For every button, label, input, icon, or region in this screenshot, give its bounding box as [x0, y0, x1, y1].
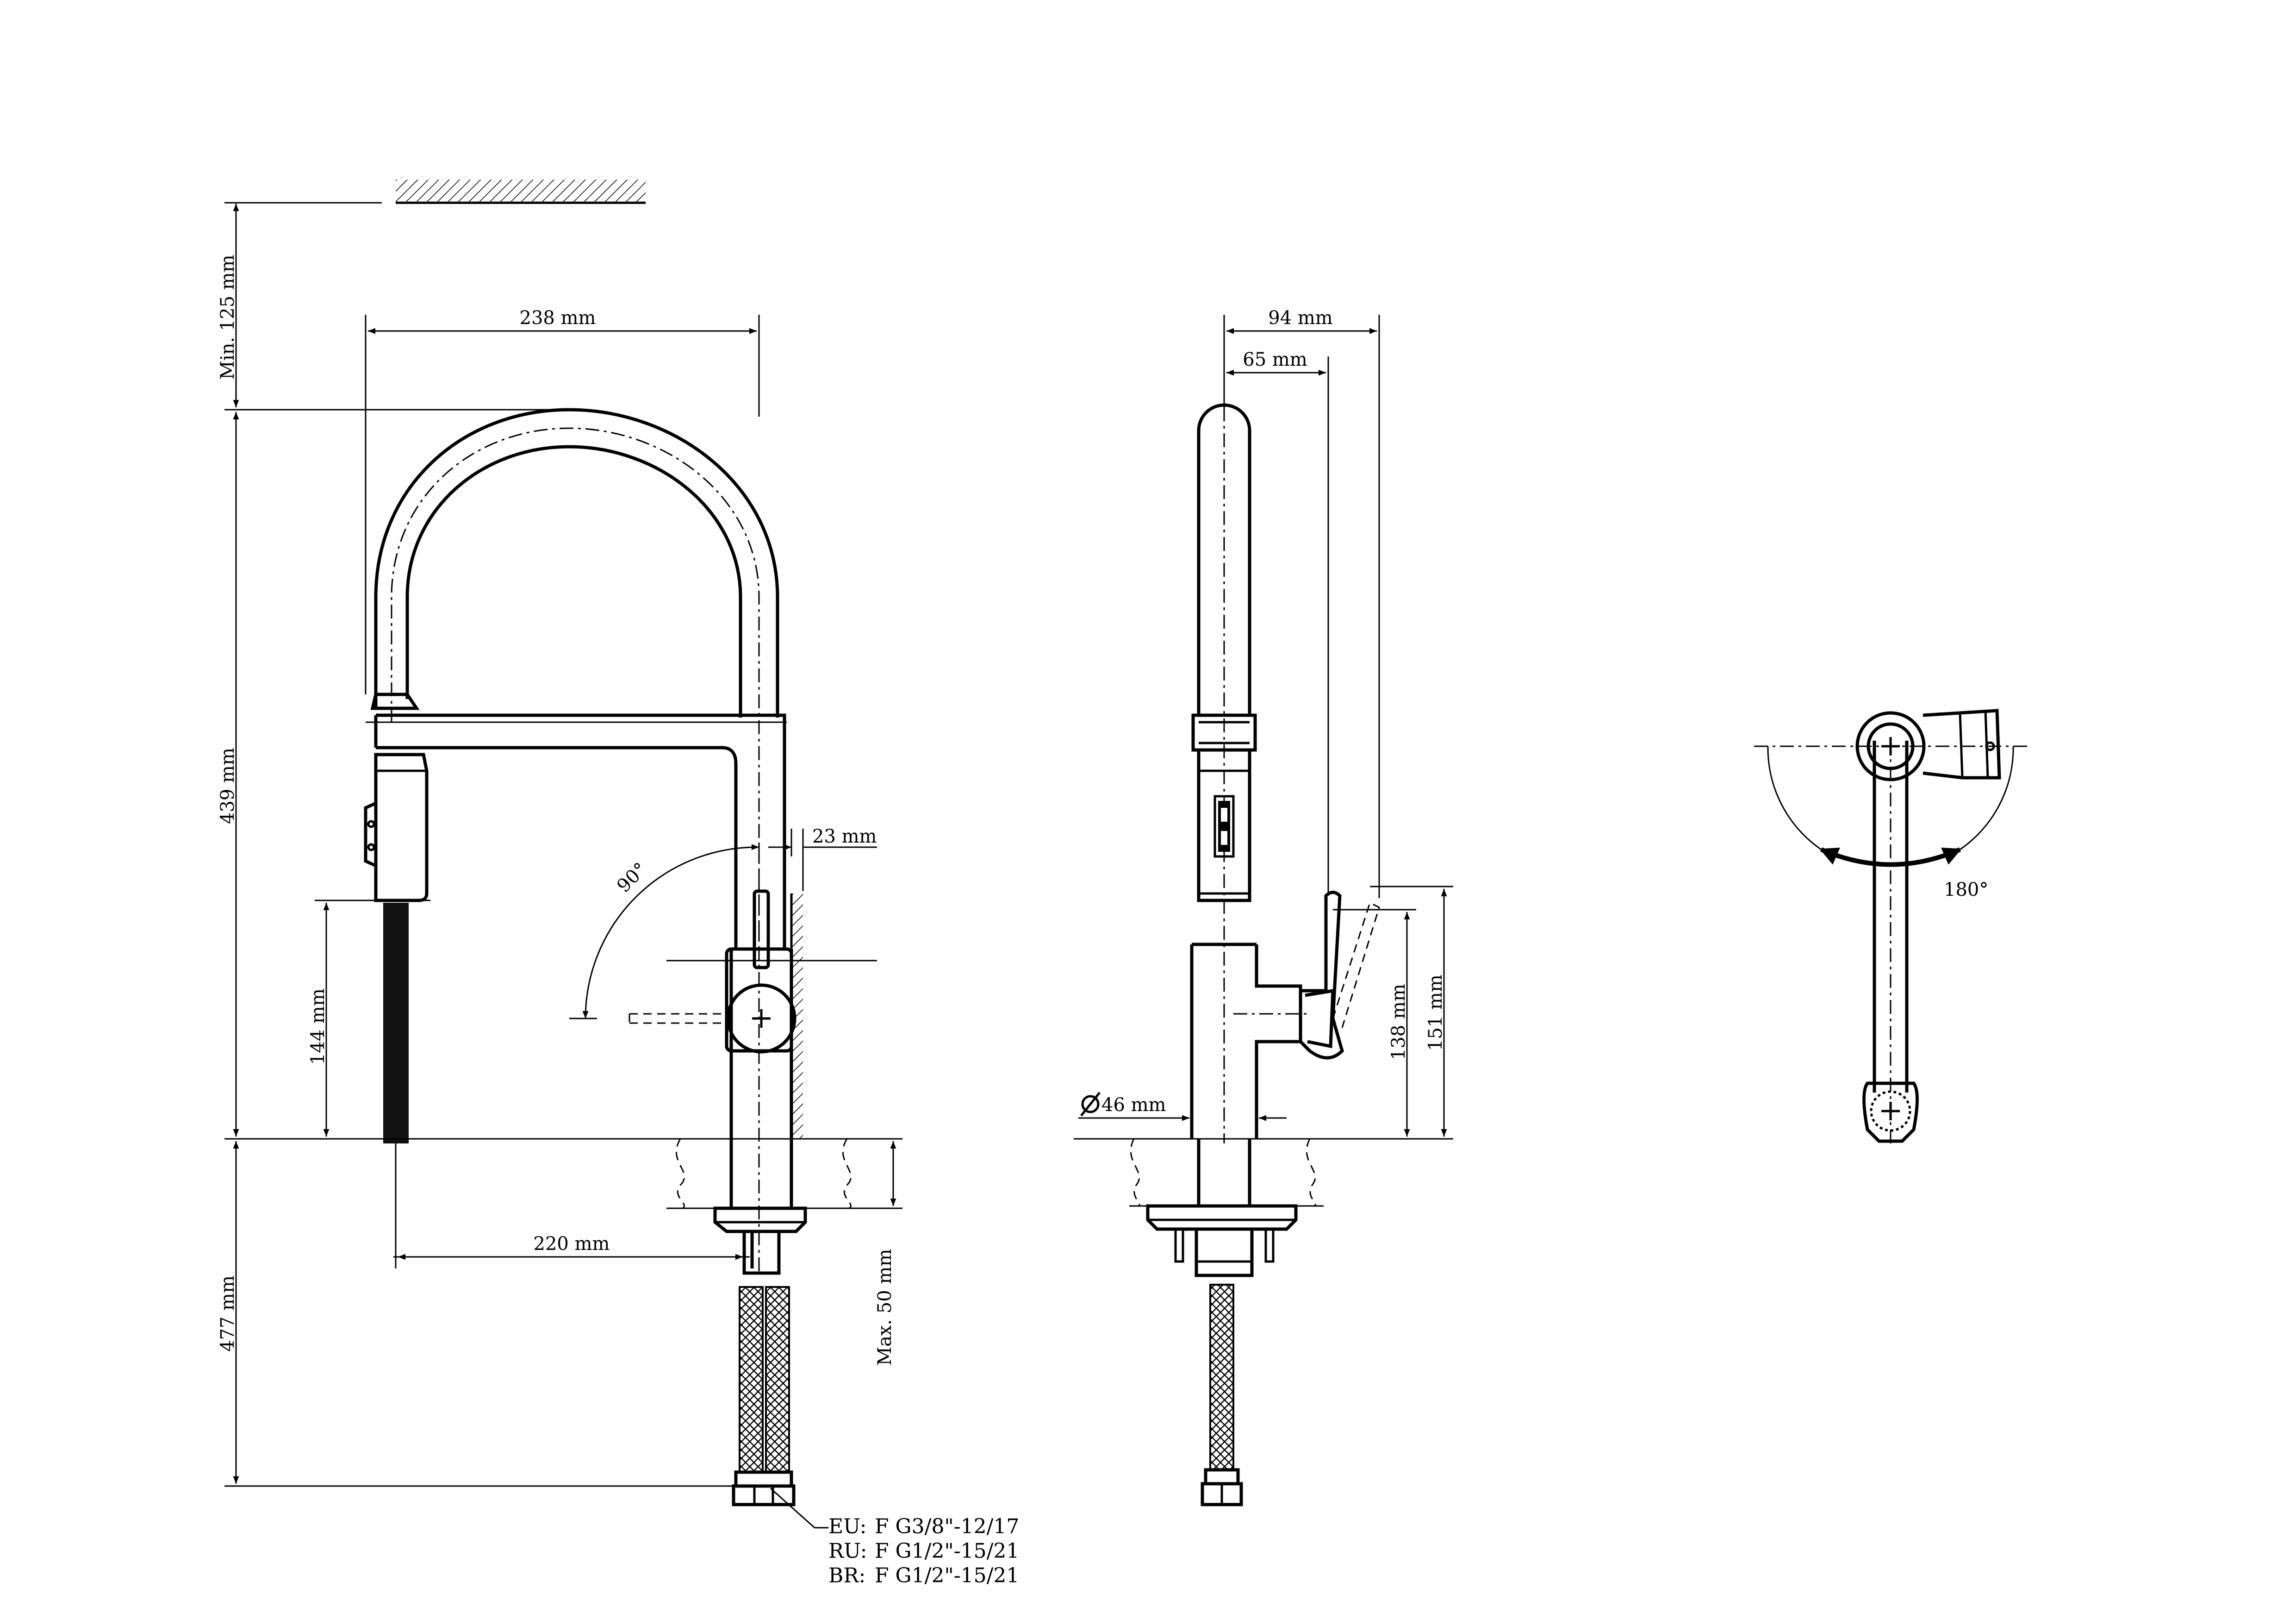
dim-238: 238 mm — [520, 307, 596, 329]
side-body — [1190, 943, 1302, 1139]
dim-138: 138 mm — [1388, 984, 1409, 1060]
connection-specs: EU: F G3/8"-12/17 RU: F G1/2"-15/21 BR: … — [828, 1515, 1019, 1587]
pull-out-hose — [383, 903, 409, 1143]
top-hub — [1855, 711, 1926, 781]
dim-439: 439 mm — [217, 748, 238, 824]
dim-220: 220 mm — [534, 1233, 610, 1255]
spring-arch-outer — [374, 408, 779, 718]
supply-hose-right — [765, 1286, 790, 1473]
conn-br-region: BR: — [828, 1564, 865, 1587]
holder-arm — [376, 713, 786, 949]
top-lever — [1923, 709, 2001, 780]
side-lever — [1299, 891, 1344, 1060]
front-view: Min. 125 mm 439 mm 477 mm 238 mm 23 mm 9… — [217, 180, 1019, 1587]
dim-angle-90: 90° — [613, 858, 651, 897]
conn-br-spec: F G1/2"-15/21 — [875, 1564, 1019, 1587]
dim-max-50: Max. 50 mm — [874, 1249, 896, 1366]
dim-65: 65 mm — [1243, 349, 1307, 370]
dim-23: 23 mm — [812, 826, 877, 847]
side-supply-hose — [1209, 1284, 1234, 1471]
conn-eu-spec: F G3/8"-12/17 — [875, 1515, 1019, 1538]
top-view: 180° — [1754, 709, 2032, 1148]
conn-ru-spec: F G1/2"-15/21 — [875, 1539, 1019, 1563]
conn-eu-region: EU: — [828, 1515, 866, 1538]
mounting-plate — [713, 1206, 807, 1233]
spray-head — [374, 753, 429, 902]
dim-144: 144 mm — [307, 988, 329, 1065]
dim-46: 46 mm — [1101, 1094, 1166, 1116]
rotation-arrow — [1819, 847, 1962, 867]
spring-arch-inner — [405, 445, 742, 718]
conn-ru-region: RU: — [828, 1539, 867, 1563]
dim-angle-180: 180° — [1944, 879, 1988, 900]
supply-hose-left — [739, 1286, 764, 1473]
dim-94: 94 mm — [1268, 307, 1332, 329]
dim-151: 151 mm — [1425, 974, 1446, 1051]
dim-477: 477 mm — [217, 1275, 238, 1352]
side-dimensions: 94 mm 65 mm 46 mm 138 mm 151 mm — [1078, 307, 1453, 1140]
ceiling-hatch — [396, 180, 646, 202]
side-view: 94 mm 65 mm 46 mm 138 mm 151 mm — [1074, 307, 1453, 1506]
top-spout-arm — [1873, 741, 1909, 1093]
front-dimensions: Min. 125 mm 439 mm 477 mm 238 mm 23 mm 9… — [217, 204, 896, 1484]
dim-min-125: Min. 125 mm — [217, 255, 238, 380]
spray-button — [1213, 795, 1235, 858]
